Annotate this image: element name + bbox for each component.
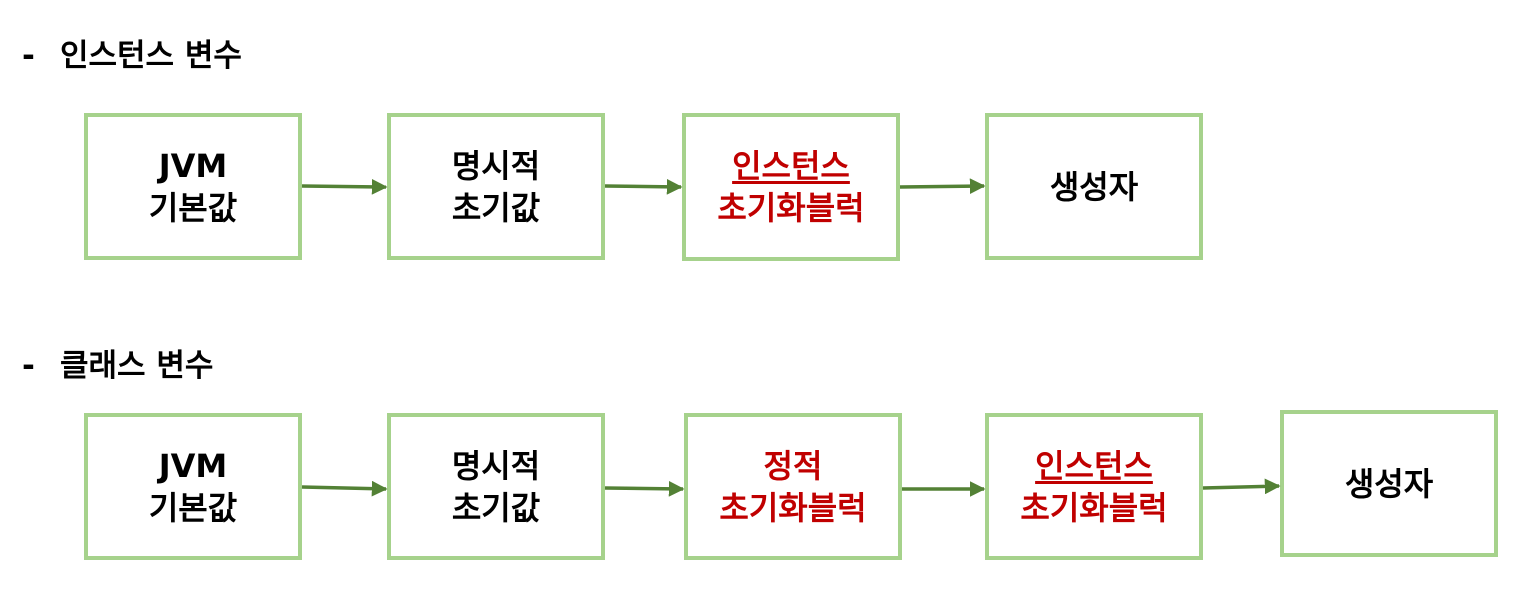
box-line: 초기값 (451, 188, 541, 227)
arrow-connector (301, 480, 388, 497)
box-line: JVM (158, 146, 228, 185)
box-line: 명시적 (451, 146, 541, 185)
box-line: 기본값 (148, 488, 238, 527)
flow-box-explicit-init: 명시적 초기값 (387, 113, 605, 260)
arrow-connector (1202, 478, 1281, 495)
arrow-connector (301, 178, 388, 195)
flow-box-static-init-block: 정적 초기화블럭 (684, 413, 902, 560)
heading-dash: - (22, 38, 35, 74)
flow-box-explicit-init: 명시적 초기값 (387, 413, 605, 560)
box-line: 명시적 (451, 446, 541, 485)
box-line: 인스턴스 (732, 147, 850, 185)
arrow-connector (604, 178, 683, 195)
box-line: 인스턴스 (1035, 446, 1153, 485)
flow-box-constructor: 생성자 (985, 113, 1203, 260)
arrow-connector (604, 480, 685, 497)
box-line: JVM (158, 446, 228, 485)
heading-text: 클래스 변수 (60, 348, 214, 384)
heading-dash: - (22, 348, 35, 384)
box-line: 생성자 (1049, 167, 1139, 206)
flow-box-jvm-default: JVM 기본값 (84, 113, 302, 260)
box-line: 초기화블럭 (719, 488, 867, 527)
box-line: 생성자 (1344, 464, 1434, 503)
box-line: 초기화블럭 (1020, 488, 1168, 527)
box-line: 초기값 (451, 488, 541, 527)
box-line: 초기화블럭 (717, 189, 865, 227)
flow-box-instance-init-block: 인스턴스 초기화블럭 (682, 113, 900, 261)
flow-box-instance-init-block: 인스턴스 초기화블럭 (985, 413, 1203, 560)
section-heading-class: -클래스 변수 (22, 340, 213, 385)
heading-text: 인스턴스 변수 (60, 38, 242, 74)
arrow-connector (899, 178, 986, 195)
section-heading-instance: -인스턴스 변수 (22, 30, 242, 75)
flow-box-constructor: 생성자 (1280, 410, 1498, 557)
box-line: 정적 (763, 446, 823, 485)
box-line: 기본값 (148, 188, 238, 227)
flow-box-jvm-default: JVM 기본값 (84, 413, 302, 560)
